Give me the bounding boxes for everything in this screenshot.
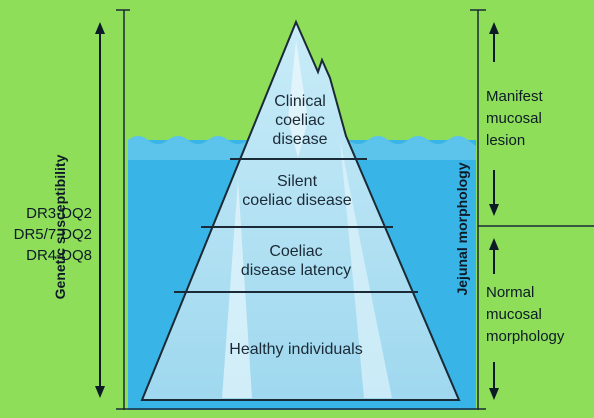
tier-line: Coeliac [214, 242, 378, 261]
tier-line: coeliac disease [222, 191, 372, 210]
tier-line: Healthy individuals [196, 340, 396, 359]
jejunal-morphology-label: Jejunal morphology [454, 144, 472, 314]
tier-line: disease latency [214, 261, 378, 280]
tier-line: Silent [222, 172, 372, 191]
tier-line: coeliac [240, 111, 360, 130]
tier-latency-label: Coeliac disease latency [214, 242, 378, 280]
hla-label: DR4-DQ8 [6, 245, 92, 266]
right-label-line: Manifest [486, 86, 590, 108]
hla-label: DR5/7-DQ2 [6, 224, 92, 245]
tier-clinical-label: Clinical coeliac disease [240, 92, 360, 149]
right-label-line: mucosal [486, 304, 592, 326]
right-bottom-arrow-down-head [489, 388, 499, 400]
right-label-line: lesion [486, 130, 590, 152]
tier-line: Clinical [240, 92, 360, 111]
left-arrow-up-head [95, 22, 105, 34]
right-top-arrow-down-head [489, 204, 499, 216]
right-bottom-arrow-up-head [489, 238, 499, 250]
tier-healthy-label: Healthy individuals [196, 340, 396, 359]
hla-label: DR3-DQ2 [6, 203, 92, 224]
normal-morphology-label: Normal mucosal morphology [486, 282, 592, 348]
right-top-arrow-up-head [489, 22, 499, 34]
manifest-lesion-label: Manifest mucosal lesion [486, 86, 590, 152]
hla-labels: DR3-DQ2 DR5/7-DQ2 DR4-DQ8 [6, 203, 92, 266]
right-label-line: mucosal [486, 108, 590, 130]
tier-silent-label: Silent coeliac disease [222, 172, 372, 210]
right-label-line: Normal [486, 282, 592, 304]
left-arrow-down-head [95, 386, 105, 398]
right-label-line: morphology [486, 326, 592, 348]
genetic-susceptibility-label: Genetic susceptibility [52, 142, 70, 312]
tier-line: disease [240, 130, 360, 149]
